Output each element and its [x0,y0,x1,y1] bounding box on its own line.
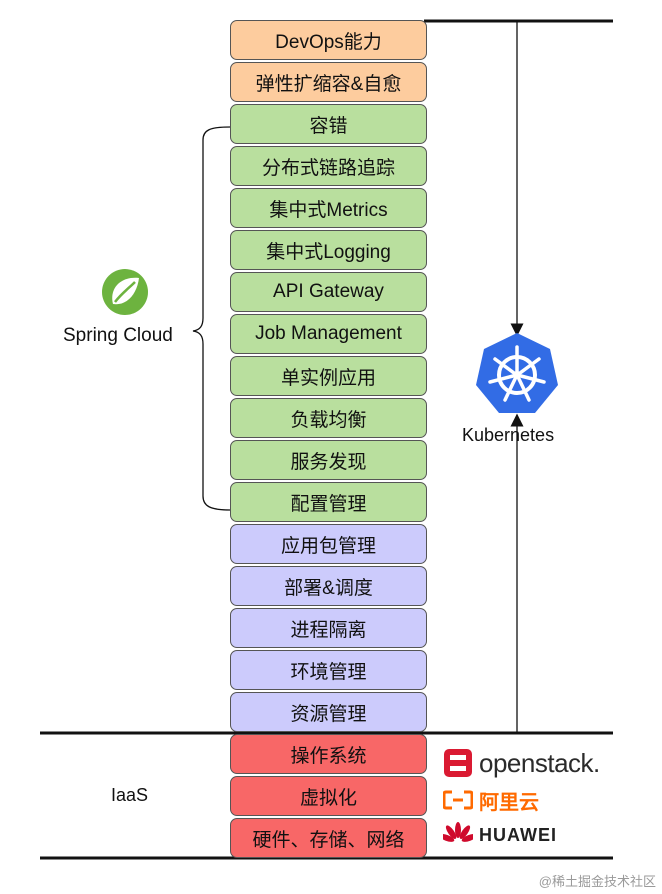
aliyun-logo: 阿里云 [443,786,539,814]
layer-fault-tolerance: 容错 [230,104,427,144]
spring-leaf-icon [102,269,148,315]
layer-tracing: 分布式链路追踪 [230,146,427,186]
layer-single-instance: 单实例应用 [230,356,427,396]
openstack-icon [444,749,472,777]
layer-auto-scaling: 弹性扩缩容&自愈 [230,62,427,102]
aliyun-icon [443,790,473,810]
huawei-text: HUAWEI [479,824,557,845]
iaas-label: IaaS [111,785,149,805]
kubernetes-label: Kubernetes [462,425,555,445]
layer-environment-management: 环境管理 [230,650,427,690]
kubernetes-helm-icon [476,333,558,413]
layer-process-isolation: 进程隔离 [230,608,427,648]
layer-load-balancing: 负载均衡 [230,398,427,438]
aliyun-text: 阿里云 [479,791,539,814]
layer-hardware-storage-network: 硬件、存储、网络 [230,818,427,858]
layer-deploy-scheduling: 部署&调度 [230,566,427,606]
layer-virtualization: 虚拟化 [230,776,427,816]
openstack-logo: openstack. [443,746,600,780]
layer-package-management: 应用包管理 [230,524,427,564]
openstack-text: openstack. [479,747,600,778]
watermark: @稀土掘金技术社区 [538,874,656,889]
spring-cloud-brace [192,126,231,511]
layer-logging: 集中式Logging [230,230,427,270]
layer-operating-system: 操作系统 [230,734,427,774]
huawei-flower-icon [443,822,473,842]
layer-stack: DevOps能力 弹性扩缩容&自愈 容错 分布式链路追踪 集中式Metrics … [230,20,427,860]
huawei-logo: HUAWEI [443,820,557,850]
layer-devops: DevOps能力 [230,20,427,60]
spring-cloud-label: Spring Cloud [63,325,173,346]
layer-service-discovery: 服务发现 [230,440,427,480]
layer-job-management: Job Management [230,314,427,354]
layer-api-gateway: API Gateway [230,272,427,312]
layer-resource-management: 资源管理 [230,692,427,732]
layer-config-management: 配置管理 [230,482,427,522]
layer-metrics: 集中式Metrics [230,188,427,228]
